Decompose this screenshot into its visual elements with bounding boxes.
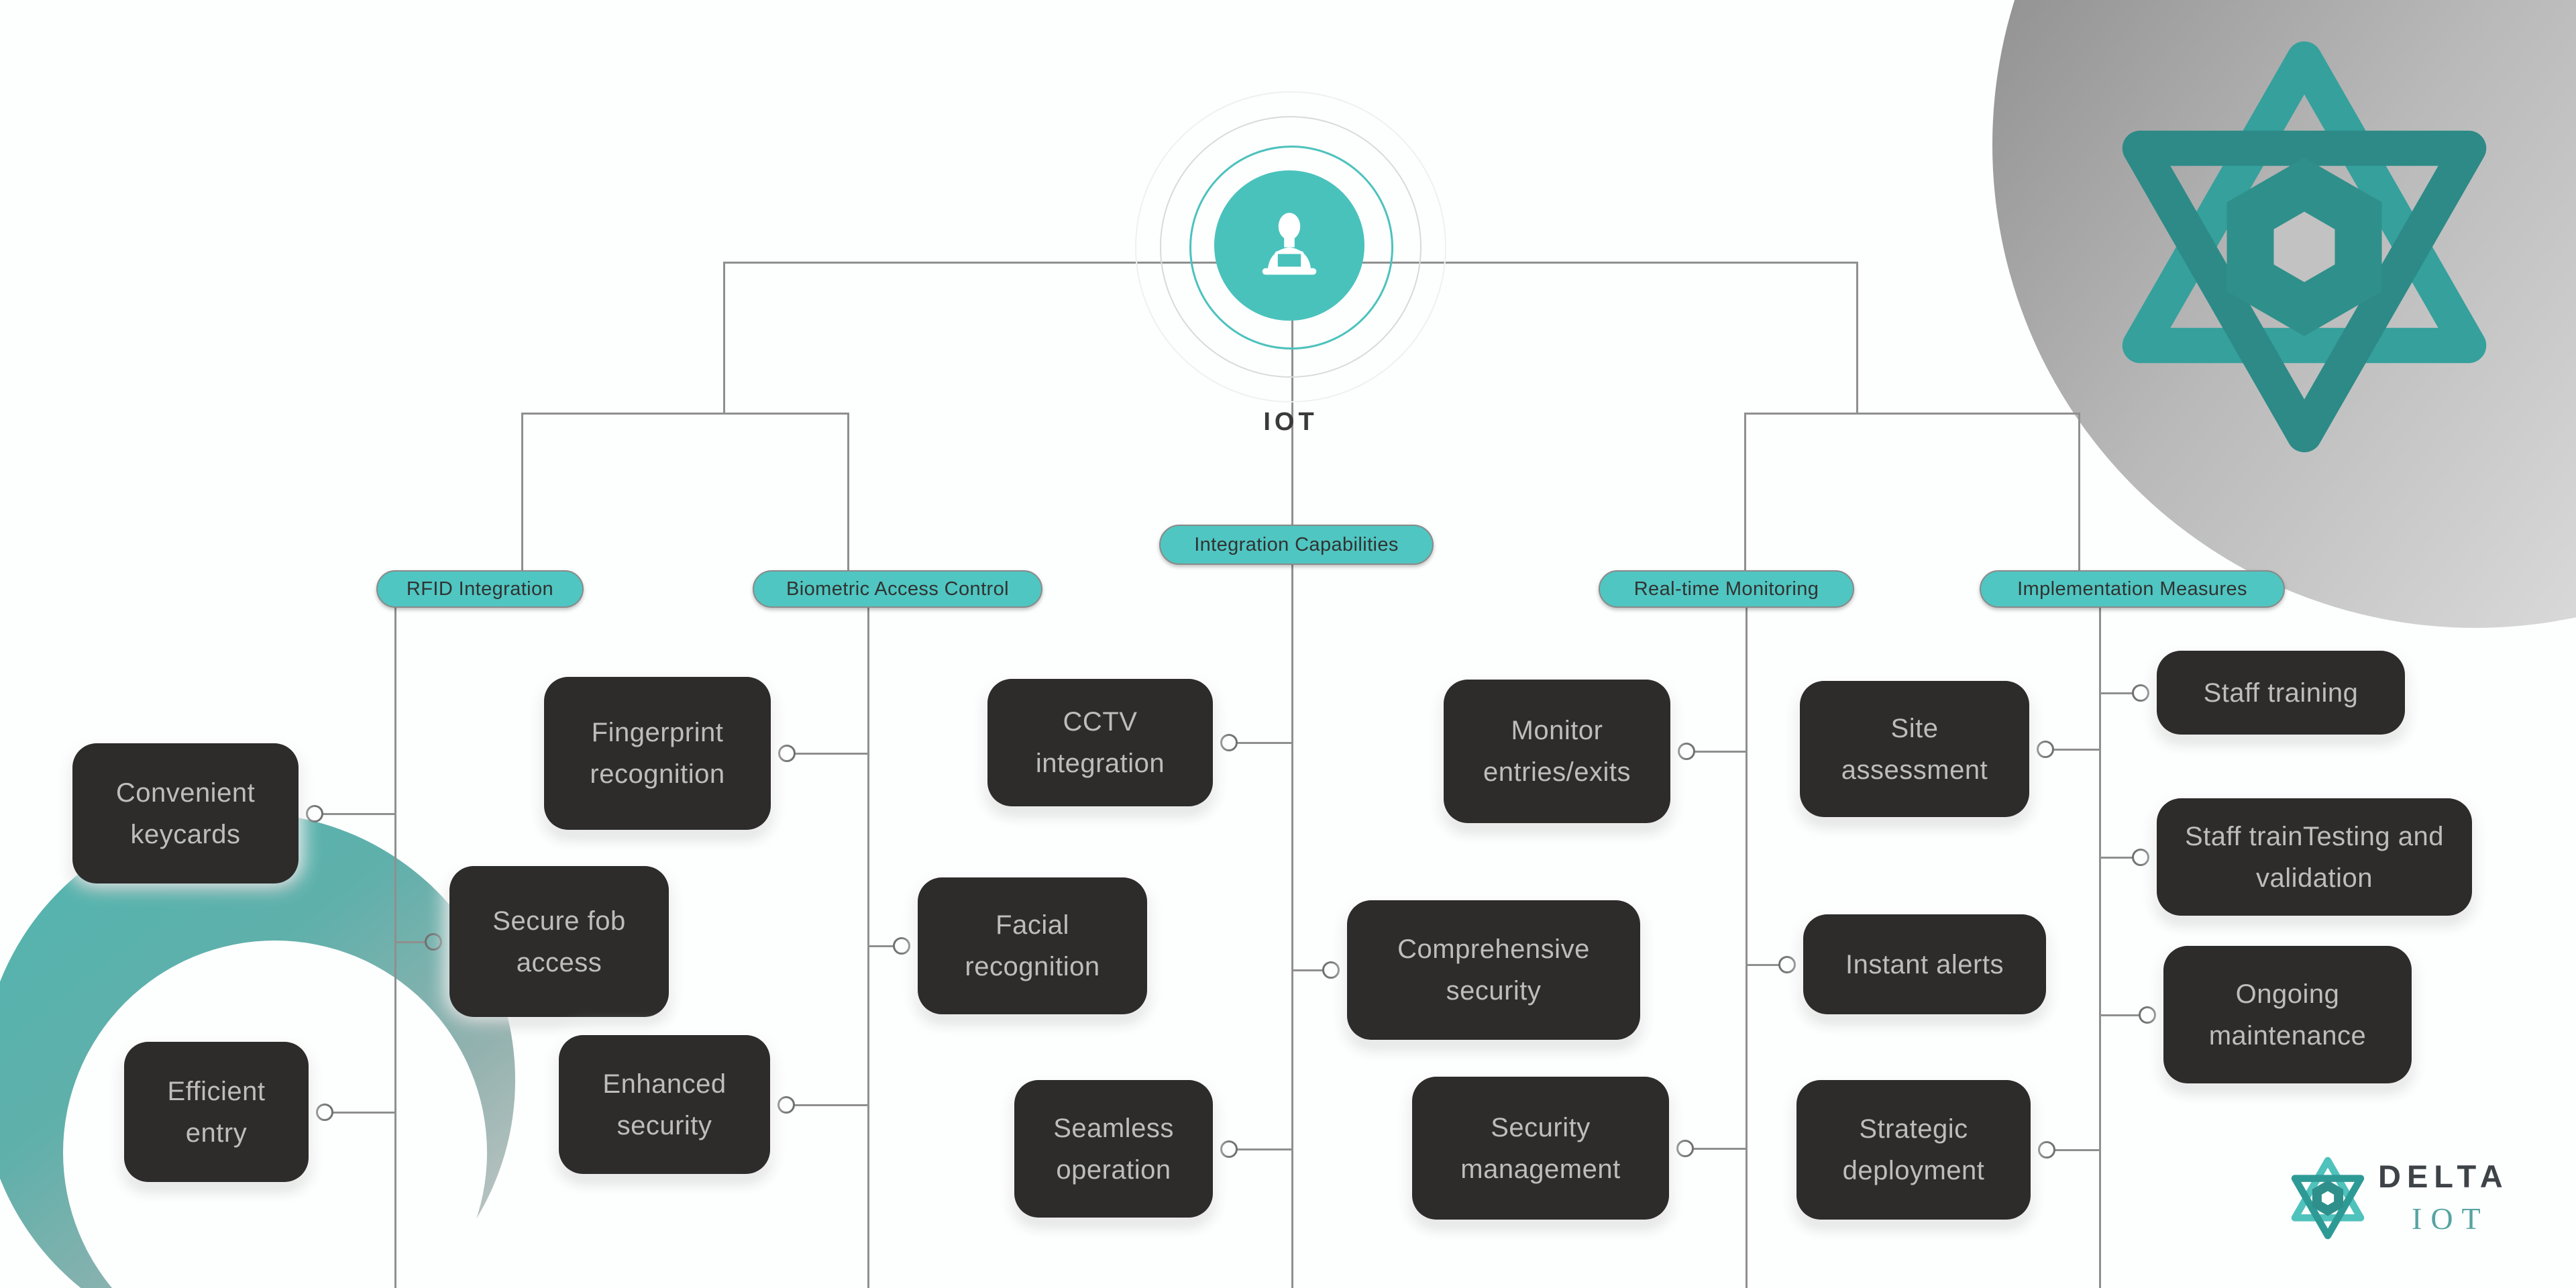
- connector-dot: [1778, 955, 1796, 973]
- connector-line: [395, 941, 425, 943]
- connector-line: [1695, 751, 1746, 753]
- mindmap-node[interactable]: Instant alerts: [1803, 914, 2046, 1014]
- tree-line: [521, 413, 523, 573]
- tree-line: [521, 413, 849, 415]
- mindmap-node[interactable]: Security management: [1412, 1077, 1669, 1220]
- connector-line: [323, 812, 395, 815]
- person-at-laptop-icon: [1262, 213, 1317, 275]
- connector-dot: [425, 932, 442, 951]
- root-outer-ring: [1135, 91, 1446, 402]
- tree-line: [1291, 319, 1293, 526]
- tree-line: [1856, 262, 1858, 415]
- mindmap-node[interactable]: Facial recognition: [918, 877, 1147, 1014]
- connector-line: [2100, 692, 2133, 694]
- connector-dot: [2132, 848, 2149, 866]
- connector-line: [1237, 742, 1291, 744]
- root-label: IOT: [1263, 408, 1318, 436]
- tree-line: [867, 606, 869, 1288]
- connector-line: [1237, 1148, 1291, 1150]
- mindmap-node[interactable]: Staff training: [2157, 651, 2405, 735]
- root-node[interactable]: [1214, 170, 1364, 321]
- mindmap-node[interactable]: Comprehensive security: [1347, 900, 1640, 1040]
- connector-line: [794, 1104, 868, 1106]
- connector-dot: [316, 1103, 333, 1121]
- connector-dot: [2037, 740, 2054, 758]
- connector-dot: [1220, 734, 1238, 751]
- brand-name: DELTA: [2378, 1159, 2509, 1194]
- connector-line: [333, 1111, 395, 1114]
- mindmap-node[interactable]: Staff trainTesting and validation: [2157, 798, 2472, 916]
- connector-dot: [1678, 743, 1695, 760]
- mindmap-node[interactable]: Strategic deployment: [1796, 1080, 2031, 1220]
- tree-line: [723, 262, 725, 415]
- connector-line: [1693, 1147, 1746, 1150]
- branch-pill-integration-capabilities[interactable]: Integration Capabilities: [1159, 525, 1434, 565]
- tree-line: [1746, 606, 1748, 1288]
- connector-line: [2100, 1014, 2139, 1016]
- mindmap-node[interactable]: CCTV integration: [987, 679, 1213, 806]
- connector-line: [1291, 969, 1323, 971]
- tree-line: [1744, 413, 2080, 415]
- mindmap-node[interactable]: Secure fob access: [449, 866, 669, 1017]
- connector-line: [1746, 963, 1779, 966]
- tree-line: [2099, 606, 2101, 1288]
- connector-dot: [778, 745, 796, 762]
- branch-pill-biometric-access-control[interactable]: Biometric Access Control: [753, 570, 1042, 608]
- mindmap-node[interactable]: Enhanced security: [559, 1035, 770, 1174]
- mindmap-node[interactable]: Seamless operation: [1014, 1080, 1213, 1218]
- atom-logo-watermark-icon: [2122, 41, 2487, 453]
- brand-sub: IOT: [2412, 1201, 2489, 1236]
- connector-dot: [893, 937, 910, 955]
- tree-line: [394, 606, 396, 1288]
- mindmap-node[interactable]: Monitor entries/exits: [1444, 680, 1670, 823]
- connector-line: [868, 945, 894, 947]
- mindmap-node[interactable]: Fingerprint recognition: [544, 677, 771, 830]
- root-teal-ring: [1189, 146, 1393, 350]
- connector-dot: [306, 804, 323, 822]
- mindmap-node[interactable]: Ongoing maintenance: [2163, 946, 2412, 1083]
- connector-dot: [2038, 1141, 2055, 1159]
- tree-line: [1291, 564, 1293, 1288]
- mindmap-node[interactable]: Efficient entry: [124, 1042, 309, 1182]
- tree-line: [847, 413, 849, 573]
- tree-line: [2078, 413, 2080, 573]
- connector-dot: [1676, 1139, 1694, 1157]
- connector-line: [2055, 1149, 2100, 1151]
- branch-pill-real-time-monitoring[interactable]: Real-time Monitoring: [1599, 570, 1854, 608]
- connector-line: [2100, 856, 2133, 859]
- mindmap-node[interactable]: Convenient keycards: [72, 743, 299, 883]
- root-middle-ring: [1160, 116, 1421, 378]
- branch-pill-implementation-measures[interactable]: Implementation Measures: [1980, 570, 2285, 608]
- connector-dot: [2139, 1006, 2156, 1024]
- connector-dot: [2132, 684, 2149, 702]
- brand-logo: DELTA IOT: [2281, 1148, 2549, 1256]
- branch-pill-rfid-integration[interactable]: RFID Integration: [376, 570, 584, 608]
- connector-line: [2053, 748, 2100, 751]
- connector-dot: [777, 1095, 795, 1114]
- mindmap-node[interactable]: Site assessment: [1800, 681, 2029, 817]
- connector-dot: [1322, 961, 1340, 979]
- tree-line: [1744, 413, 1746, 573]
- atom-logo-icon: [2291, 1157, 2365, 1240]
- connector-line: [795, 753, 868, 755]
- connector-dot: [1220, 1140, 1238, 1158]
